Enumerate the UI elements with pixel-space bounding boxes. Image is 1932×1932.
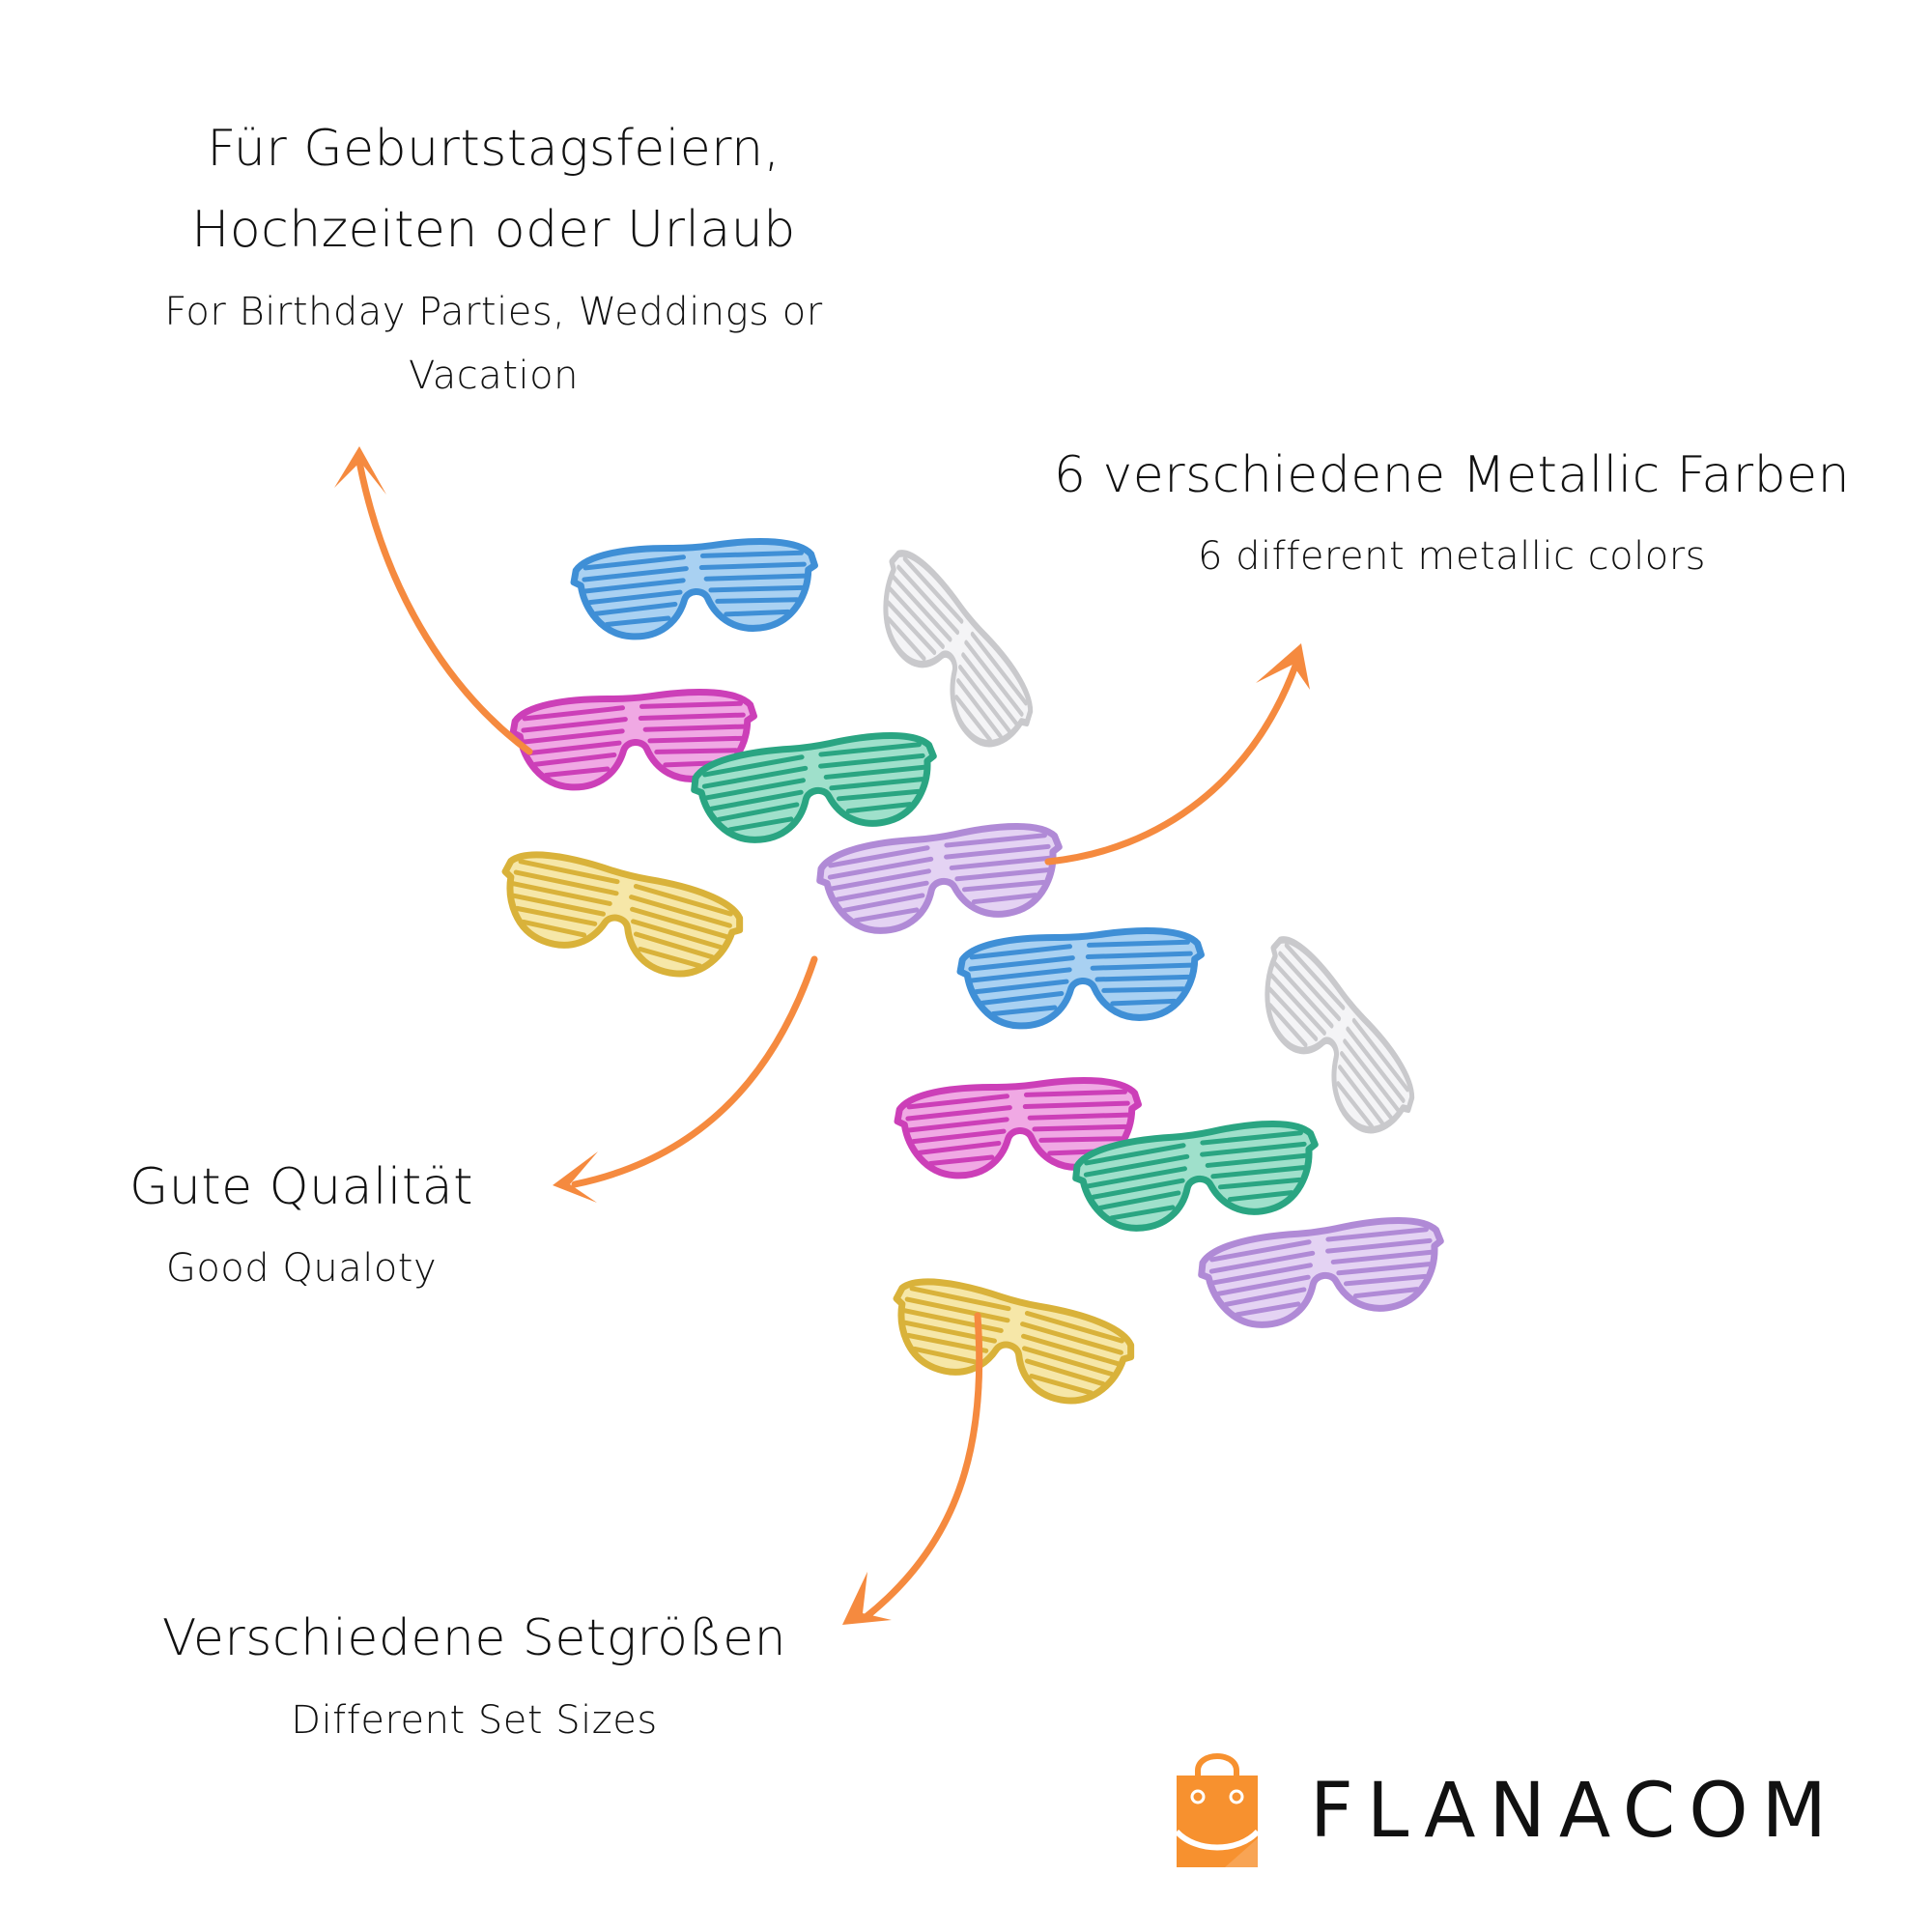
feature-colors-subtitle: 6 different metallic colors xyxy=(1198,525,1706,588)
glasses-shape xyxy=(958,926,1206,1031)
arrow-head-quality xyxy=(553,1151,598,1203)
glasses-gold xyxy=(882,1270,1138,1414)
feature-occasions-title-line: Hochzeiten oder Urlaub xyxy=(191,201,796,259)
glasses-gold xyxy=(491,843,747,987)
feature-occasions-title: Für Geburtstagsfeiern, Hochzeiten oder U… xyxy=(191,108,796,270)
brand-name: FLANACOM xyxy=(1310,1768,1840,1855)
feature-quality-subtitle: Good Qualoty xyxy=(166,1236,437,1300)
feature-occasions-subtitle-line: For Birthday Parties, Weddings or xyxy=(164,290,823,334)
glasses-shape xyxy=(882,1270,1138,1414)
glasses-shape xyxy=(491,843,747,987)
glasses-blue xyxy=(958,926,1206,1031)
arrow-head-set-sizes xyxy=(842,1572,892,1625)
glasses-lilac xyxy=(1197,1212,1449,1333)
shopping-bag-icon xyxy=(1177,1753,1258,1867)
feature-quality-title-line: Gute Qualität xyxy=(129,1158,473,1216)
glasses-set-2 xyxy=(882,923,1449,1414)
feature-occasions-title-line: Für Geburtstagsfeiern, xyxy=(207,120,781,178)
feature-set-sizes-title: Verschiedene Setgrößen xyxy=(162,1598,786,1679)
feature-quality-subtitle-line: Good Qualoty xyxy=(165,1246,438,1291)
glasses-lilac xyxy=(815,818,1067,939)
feature-quality-title: Gute Qualität xyxy=(129,1147,473,1228)
arrow-to-occasions xyxy=(355,458,533,755)
feature-occasions-subtitle-line: Vacation xyxy=(409,354,579,398)
arrow-head-occasions xyxy=(334,446,386,495)
feature-occasions-subtitle: For Birthday Parties, Weddings or Vacati… xyxy=(164,280,822,408)
glasses-set-1 xyxy=(491,537,1067,987)
glasses-shape xyxy=(1197,1212,1449,1333)
feature-set-sizes-title-line: Verschiedene Setgrößen xyxy=(161,1609,787,1667)
feature-colors-title: 6 verschiedene Metallic Farben xyxy=(1054,435,1850,516)
feature-set-sizes-subtitle: Different Set Sizes xyxy=(291,1689,657,1752)
glasses-shape xyxy=(572,537,819,641)
arrows-group xyxy=(334,446,1310,1625)
brand-logo: FLANACOM xyxy=(1177,1747,1911,1867)
arrow-to-colors xyxy=(1044,651,1303,866)
glasses-shape xyxy=(815,818,1067,939)
arrow-head-colors xyxy=(1256,643,1310,690)
feature-colors-subtitle-line: 6 different metallic colors xyxy=(1197,534,1707,579)
feature-colors-title-line: 6 verschiedene Metallic Farben xyxy=(1053,446,1851,504)
arrow-to-quality xyxy=(571,955,818,1188)
feature-set-sizes-subtitle-line: Different Set Sizes xyxy=(291,1698,658,1743)
glasses-blue xyxy=(572,537,819,641)
arrow-to-set-sizes xyxy=(861,1312,983,1622)
